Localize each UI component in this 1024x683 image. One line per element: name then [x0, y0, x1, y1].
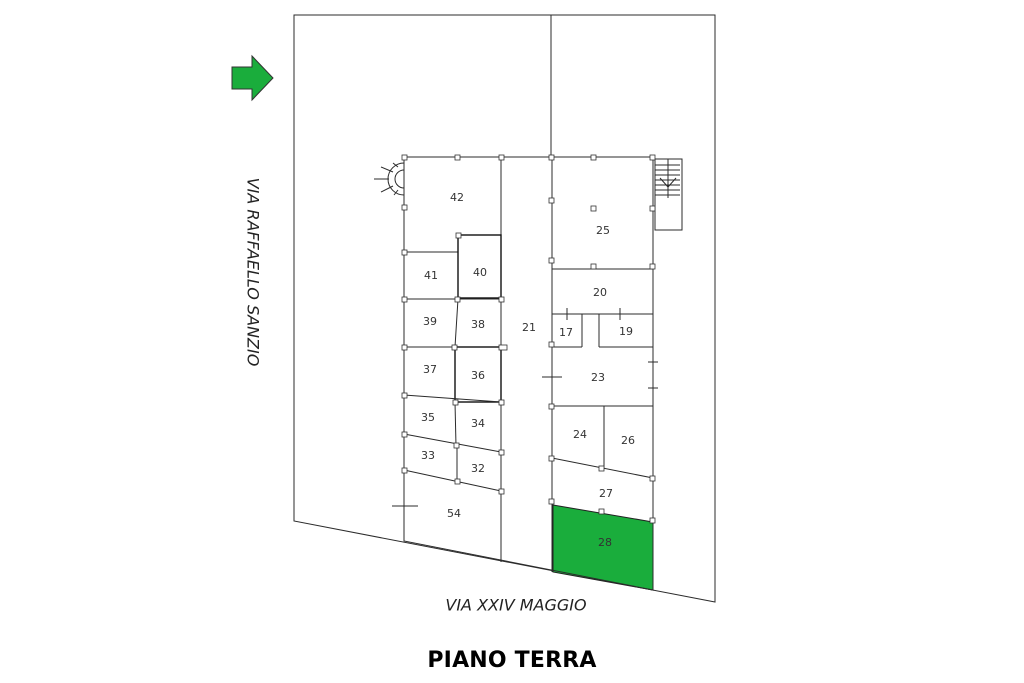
plot-outline — [293, 14, 716, 603]
unit-label-54: 54 — [447, 507, 461, 520]
staircase-icon — [654, 158, 683, 231]
east-block — [542, 268, 658, 479]
unit-label-20: 20 — [593, 286, 607, 299]
unit-label-40: 40 — [473, 266, 487, 279]
unit-label-23: 23 — [591, 371, 605, 384]
building-outline — [403, 156, 654, 591]
pillars — [401, 154, 656, 524]
unit-label-38: 38 — [471, 318, 485, 331]
unit-label-21: 21 — [522, 321, 536, 334]
entrance-arrow-icon — [231, 54, 274, 102]
floor-title: PIANO TERRA — [427, 648, 597, 673]
unit-label-26: 26 — [621, 434, 635, 447]
street-label-west: VIA RAFFAELLO SANZIO — [244, 178, 263, 367]
unit-label-19: 19 — [619, 325, 633, 338]
street-label-south: VIA XXIV MAGGIO — [445, 596, 586, 615]
unit-label-28: 28 — [598, 536, 612, 549]
unit-label-17: 17 — [559, 326, 573, 339]
spiral-staircase-icon — [374, 162, 405, 196]
unit-label-41: 41 — [424, 269, 438, 282]
unit-label-27: 27 — [599, 487, 613, 500]
unit-label-32: 32 — [471, 462, 485, 475]
unit-label-37: 37 — [423, 363, 437, 376]
unit-label-36: 36 — [471, 369, 485, 382]
unit-label-39: 39 — [423, 315, 437, 328]
unit-label-33: 33 — [421, 449, 435, 462]
unit-label-42: 42 — [450, 191, 464, 204]
unit-label-35: 35 — [421, 411, 435, 424]
unit-label-24: 24 — [573, 428, 587, 441]
unit-label-34: 34 — [471, 417, 485, 430]
west-block — [392, 234, 502, 541]
unit-label-25: 25 — [596, 224, 610, 237]
